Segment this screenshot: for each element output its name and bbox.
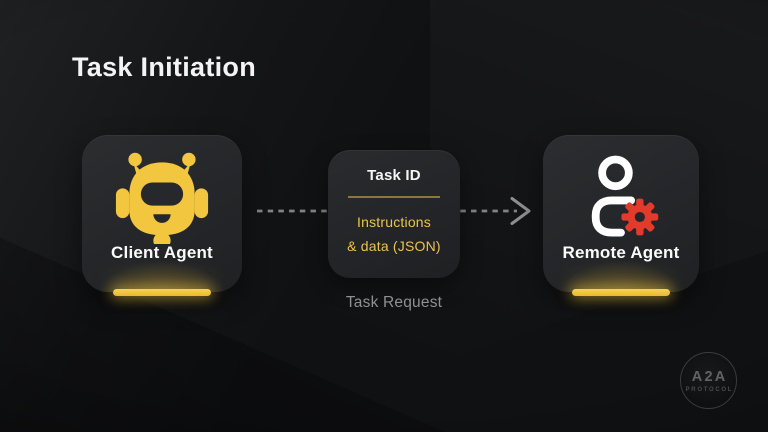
task-id-divider [348, 196, 440, 198]
task-data-line: & data (JSON) [347, 237, 441, 254]
robot-icon [115, 152, 209, 244]
card-glow-bar [572, 289, 670, 296]
page-title: Task Initiation [72, 52, 257, 82]
task-id-box: Task ID Instructions & data (JSON) [328, 150, 460, 278]
remote-agent-label: Remote Agent [562, 243, 680, 262]
a2a-logo-subtitle: PROTOCOL [685, 386, 734, 393]
task-id-title: Task ID [367, 167, 421, 184]
client-agent-label: Client Agent [111, 243, 213, 262]
gear-icon [621, 198, 659, 236]
a2a-protocol-logo: A2A PROTOCOL [680, 352, 737, 409]
person-gear-icon [591, 155, 659, 237]
client-agent-card: Client Agent [82, 135, 242, 296]
task-request-caption: Task Request [345, 294, 443, 311]
card-glow-bar [113, 289, 211, 296]
task-instructions-line: Instructions [357, 214, 431, 230]
a2a-logo-name: A2A [691, 368, 728, 385]
remote-agent-card: Remote Agent [543, 135, 699, 296]
